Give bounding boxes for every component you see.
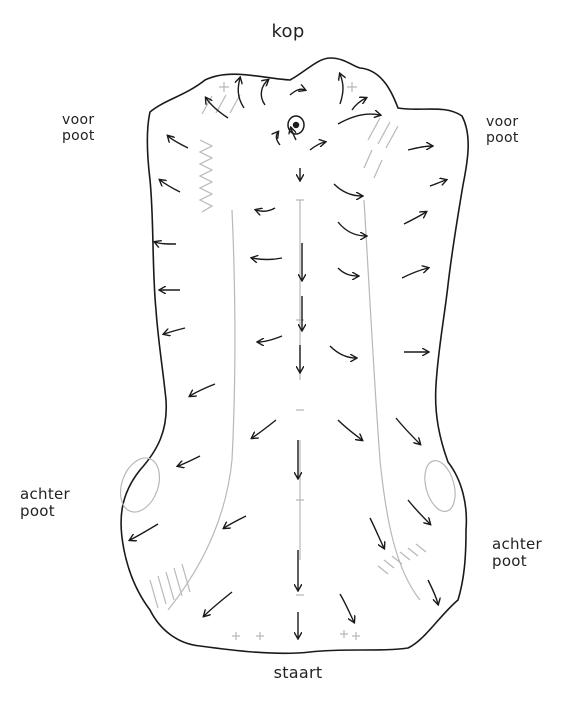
arrow [160, 180, 180, 192]
arrow [238, 78, 244, 108]
arrow [258, 336, 282, 342]
arrow [408, 146, 432, 150]
arrow [330, 346, 356, 358]
label-hind-leg-right: achter poot [492, 536, 572, 571]
arrow [256, 208, 275, 211]
arrow [340, 594, 354, 622]
arrow [352, 98, 366, 110]
arrow [310, 142, 325, 150]
arrow [261, 80, 268, 105]
arrow [428, 580, 438, 604]
arrow [402, 268, 428, 278]
label-front-leg-left: voor poot [62, 112, 122, 144]
arrow [276, 132, 280, 145]
arrow [338, 222, 366, 236]
label-head: kop [248, 22, 328, 43]
arrow [338, 114, 380, 124]
arrow [408, 500, 430, 524]
whorl-icon [288, 116, 304, 134]
arrow [252, 258, 282, 260]
arrow [130, 524, 158, 540]
label-hind-leg-left: achter poot [20, 486, 100, 521]
arrow [164, 328, 185, 334]
hide-outline [121, 58, 468, 653]
pencil-shading [114, 82, 461, 640]
arrow [252, 420, 276, 438]
arrow [178, 456, 200, 466]
arrow [340, 74, 343, 104]
arrow [190, 384, 215, 396]
label-tail: staart [248, 664, 348, 682]
arrow [168, 136, 188, 148]
arrow [334, 184, 362, 196]
arrow [404, 212, 426, 224]
arrow [290, 89, 305, 95]
arrow [224, 516, 246, 528]
hair-direction-arrows [130, 74, 446, 638]
label-front-leg-right: voor poot [486, 114, 546, 146]
arrow [204, 592, 232, 616]
arrow [370, 518, 384, 548]
arrow [338, 268, 358, 276]
arrow [338, 420, 362, 440]
arrow [396, 418, 420, 444]
arrow [430, 180, 446, 186]
arrow [155, 242, 176, 244]
